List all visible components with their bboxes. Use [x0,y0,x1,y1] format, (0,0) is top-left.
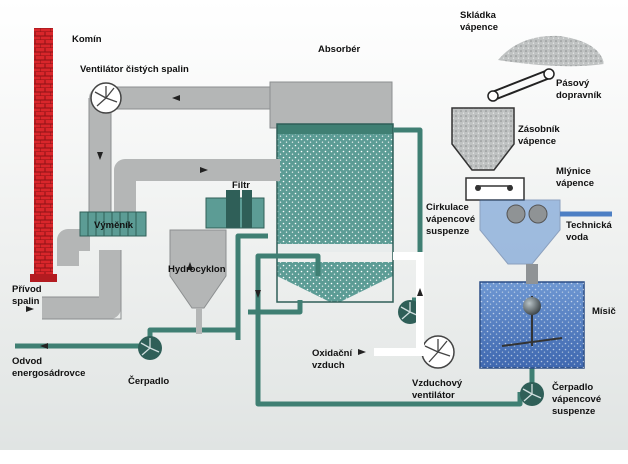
label-oxidation-air-2: vzduch [312,360,345,371]
absorber-top-housing [269,81,393,129]
absorber-vessel [276,123,394,303]
label-limestone-mill-1: Mlýnice [556,166,591,177]
label-flue-gas-inlet-2: spalin [12,296,40,307]
label-filter: Filtr [232,180,250,191]
label-belt-conveyor-2: dopravník [556,90,602,101]
label-circulation-3: suspenze [426,226,469,237]
label-hydrocyclone: Hydrocyklon [168,264,226,275]
label-limestone-bin-1: Zásobník [518,124,560,135]
absorber-gas-inlet [232,159,280,181]
label-technical-water-2: voda [566,232,589,243]
label-circulation-1: Cirkulace [426,202,469,213]
clean-gas-fan [90,82,122,114]
label-circulation-2: vápencové [426,214,475,225]
label-mixer: Mísič [592,306,616,317]
label-oxidation-air-1: Oxidační [312,348,352,359]
label-suspension-pump-1: Čerpadlo [552,381,593,393]
oxidation-air-pipe [374,252,424,356]
label-limestone-pile-1: Skládka [460,10,497,21]
limestone-mill [465,177,561,265]
label-absorber: Absorbér [318,44,361,55]
filter [205,190,265,229]
label-chimney: Komín [72,34,102,45]
mixer-tank [479,264,585,369]
label-belt-conveyor-1: Pásový [556,78,590,89]
belt-conveyor [487,68,555,102]
label-flue-gas-inlet-1: Přívod [12,284,42,295]
label-air-fan-2: ventilátor [412,390,455,401]
label-limestone-bin-2: vápence [518,136,556,147]
background-bottom-band [0,450,628,464]
label-gypsum-pump: Čerpadlo [128,375,169,387]
limestone-pile [498,35,604,67]
gas-duct-edges [42,86,300,320]
hydrocyclone [169,229,227,334]
label-suspension-pump-2: vápencové [552,394,601,405]
heat-exchanger [79,211,147,237]
gypsum-pump [138,336,162,360]
limestone-bin [451,107,515,171]
label-gypsum-outlet-1: Odvod [12,356,42,367]
label-heat-exchanger: Výměník [94,220,134,231]
suspension-pump [520,382,544,406]
label-air-fan-1: Vzduchový [412,378,463,389]
label-technical-water-1: Technická [566,220,612,231]
label-limestone-mill-2: vápence [556,178,594,189]
label-gypsum-outlet-2: energosádrovce [12,368,85,379]
flow-arrows [26,95,423,355]
label-limestone-pile-2: vápence [460,22,498,33]
chimney [30,28,57,282]
label-suspension-pump-3: suspenze [552,406,595,417]
air-fan [421,335,455,369]
label-clean-gas-fan: Ventilátor čistých spalin [80,64,189,75]
